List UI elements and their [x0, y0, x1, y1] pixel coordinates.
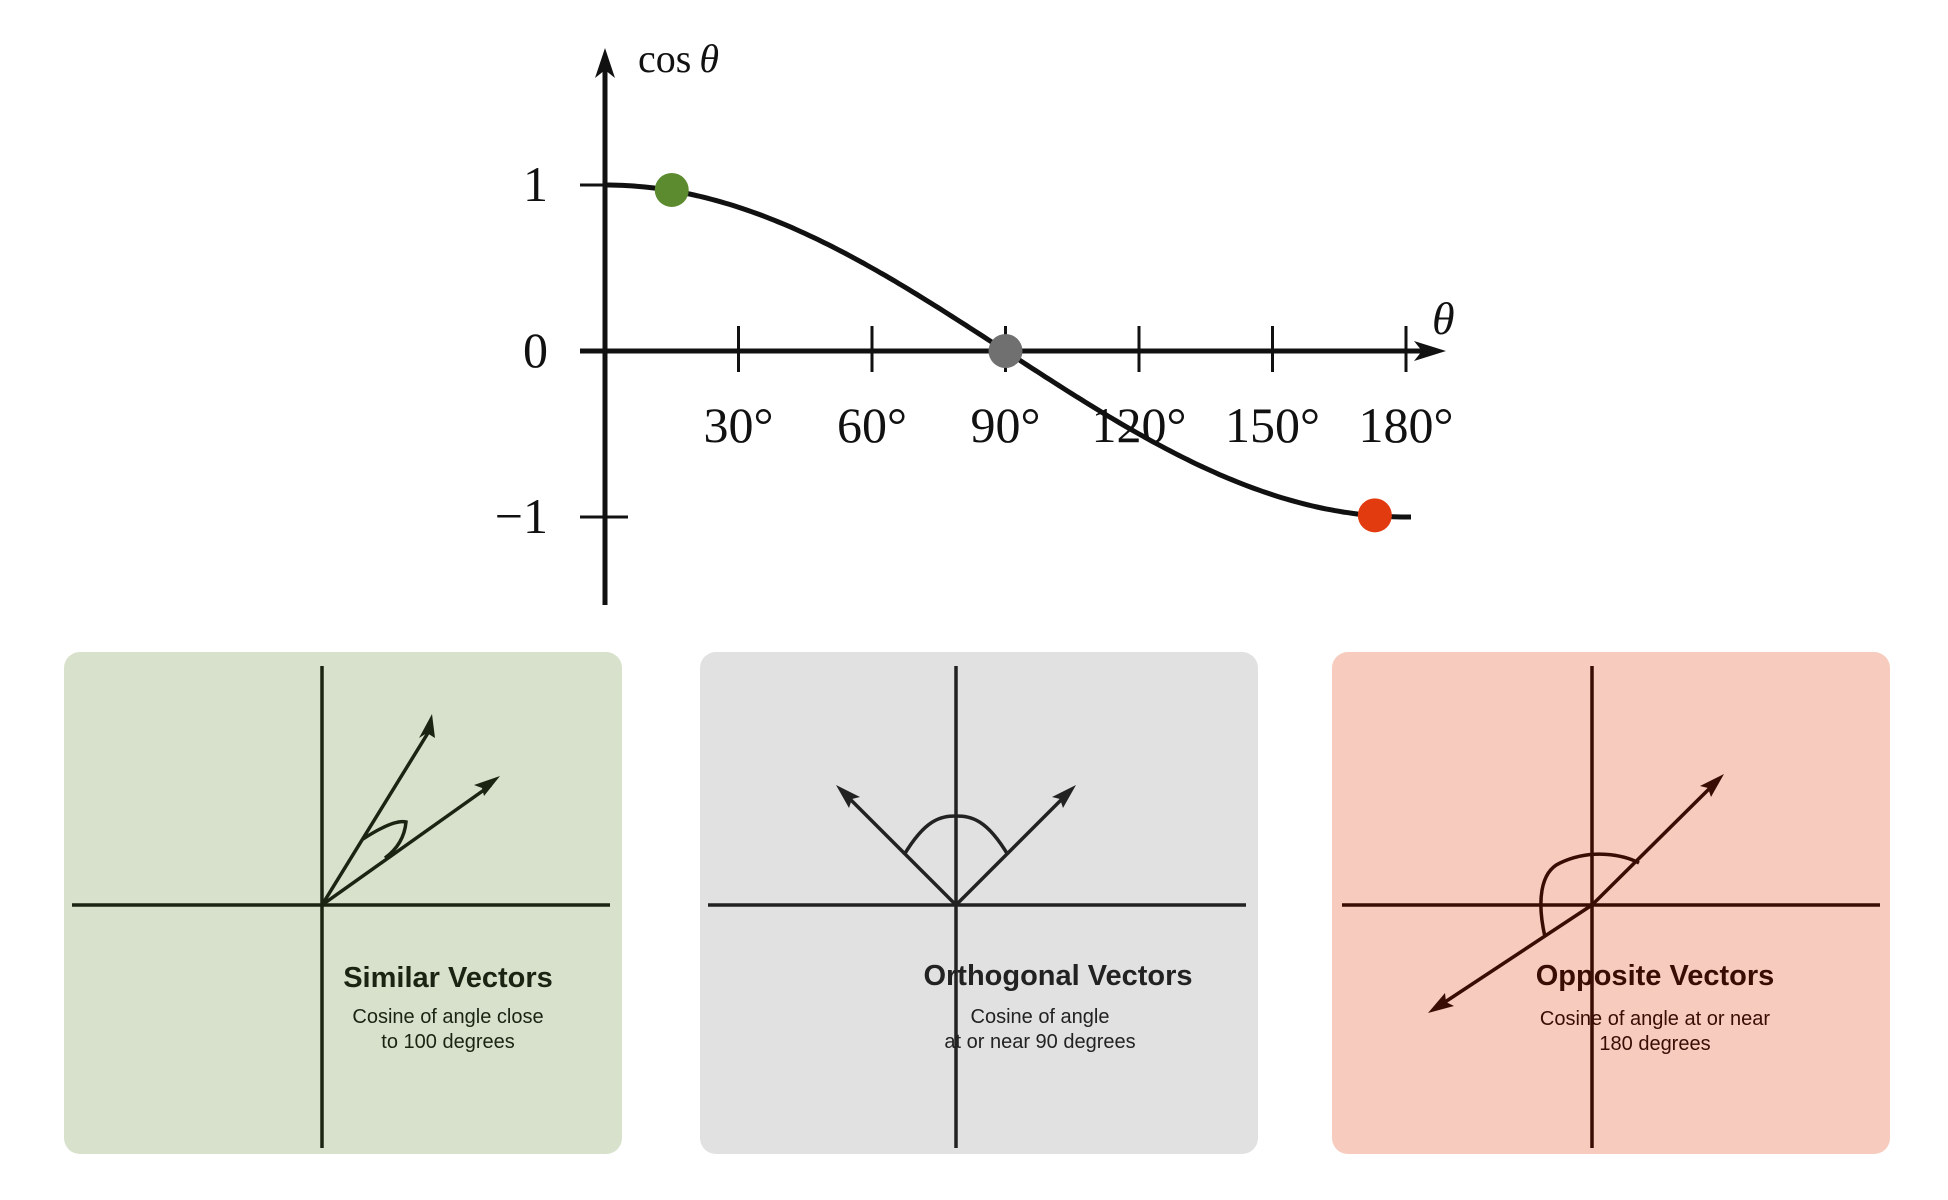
description-line: Cosine of angle close: [352, 1006, 544, 1028]
vector-a: [320, 727, 433, 906]
card-title: Orthogonal Vectors: [923, 960, 1193, 992]
y-axis-arrowhead: [595, 48, 615, 78]
x-tick-label: 150°: [1225, 397, 1320, 453]
card-description: Cosine of angle close to 100 degrees: [298, 1005, 598, 1055]
x-tick-group: 30° 60° 90° 120° 150° 180°: [704, 326, 1454, 453]
vector-a-arrowhead: [1052, 785, 1076, 808]
similar-vectors-card: Similar Vectors Cosine of angle close to…: [64, 652, 622, 1154]
y-tick-label: 0: [523, 322, 548, 378]
vector-a-arrowhead: [1700, 774, 1724, 797]
x-tick-label: 30°: [704, 397, 774, 453]
description-line: at or near 90 degrees: [944, 1031, 1136, 1053]
x-axis-arrowhead: [1414, 341, 1446, 361]
x-tick-label: 60°: [837, 397, 907, 453]
y-tick-group: 1 0 −1: [495, 156, 628, 544]
opposite-marker: [1357, 498, 1392, 533]
vector-b-arrowhead: [836, 785, 860, 808]
angle-arc: [902, 814, 1010, 856]
vector-a: [954, 796, 1065, 907]
x-tick-label: 120°: [1092, 397, 1187, 453]
card-title: Similar Vectors: [343, 962, 553, 994]
card-description: Cosine of angle at or near 180 degrees: [1505, 1007, 1805, 1057]
x-axis-label: θ: [1432, 293, 1455, 344]
marker-group: [654, 172, 1392, 533]
angle-arc: [362, 819, 408, 860]
description-line: Cosine of angle at or near: [1539, 1008, 1771, 1030]
vector-b-arrowhead: [474, 776, 500, 796]
description-line: 180 degrees: [1599, 1033, 1711, 1055]
x-tick-label: 90°: [971, 397, 1041, 453]
description-line: Cosine of angle: [970, 1006, 1110, 1028]
description-line: to 100 degrees: [381, 1031, 515, 1053]
card-title: Opposite Vectors: [1535, 960, 1775, 992]
opposite-vectors-card: Opposite Vectors Cosine of angle at or n…: [1332, 652, 1890, 1154]
card-description: Cosine of angle at or near 90 degrees: [890, 1005, 1190, 1055]
vector-b: [847, 796, 958, 907]
orthogonal-vectors-card: Orthogonal Vectors Cosine of angle at or…: [700, 652, 1258, 1154]
y-tick-label: −1: [495, 488, 548, 544]
angle-arc: [1539, 852, 1640, 938]
similar-vectors-diagram: [72, 666, 610, 1148]
vector-b-arrowhead: [1428, 993, 1454, 1013]
y-tick-label: 1: [523, 156, 548, 212]
orthogonal-marker: [988, 334, 1023, 368]
opposite-vectors-diagram: [1342, 666, 1880, 1148]
similar-marker: [654, 172, 689, 207]
vector-b: [320, 783, 493, 907]
orthogonal-vectors-diagram: [708, 666, 1246, 1148]
vector-a-arrowhead: [419, 714, 435, 738]
vector-b: [1441, 903, 1593, 1006]
x-tick-label: 180°: [1359, 397, 1454, 453]
vector-a: [1590, 786, 1712, 907]
